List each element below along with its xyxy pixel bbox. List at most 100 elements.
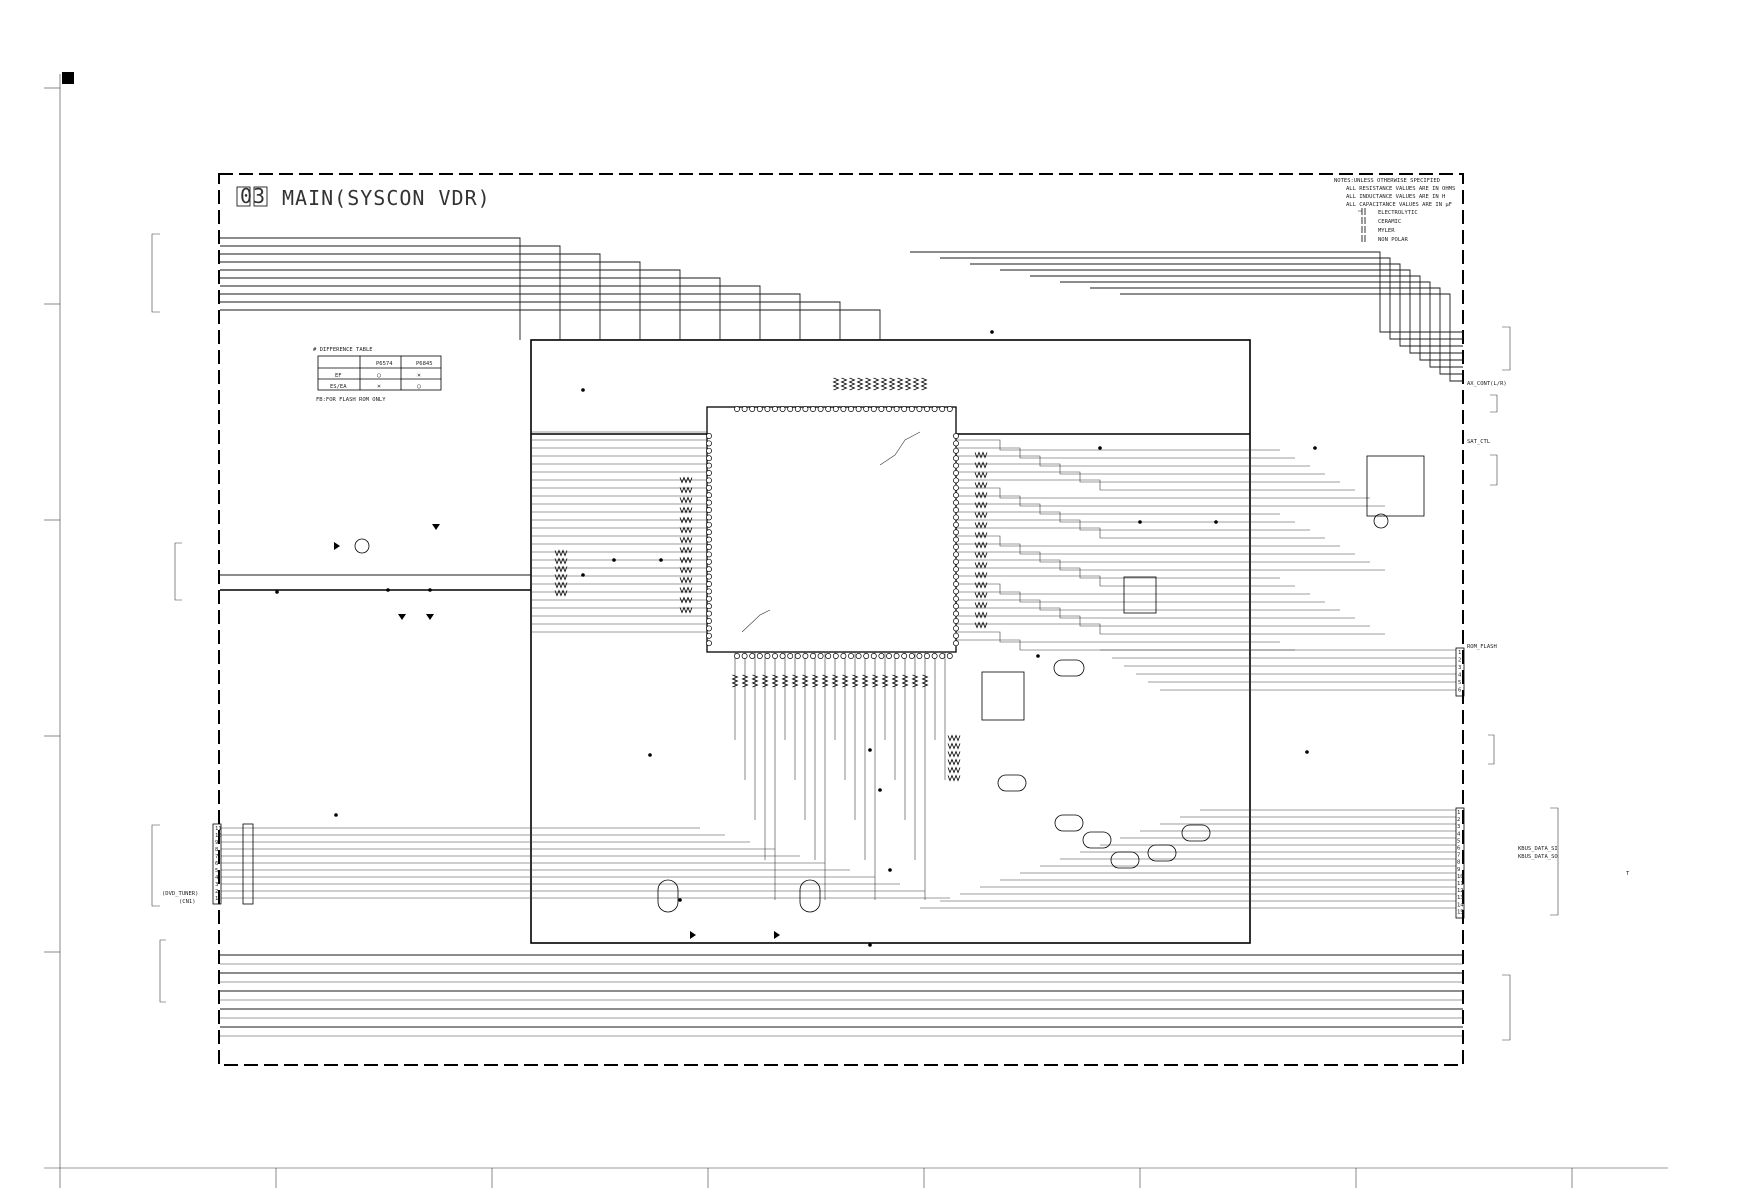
- crystal-oscillators: [657, 659, 1211, 913]
- right-pin-label: 3: [1457, 824, 1460, 830]
- resistor: [554, 557, 568, 565]
- resistor: [751, 674, 759, 688]
- resistor: [974, 541, 988, 549]
- ic-pins: [275, 330, 1317, 947]
- resistor: [679, 496, 693, 504]
- resistor: [781, 674, 789, 688]
- bus-wire: [1090, 287, 1463, 375]
- bus-wire: [220, 253, 601, 340]
- ic-pin: [802, 406, 809, 412]
- ic-pin: [794, 406, 801, 412]
- inner-bus-frame: [220, 339, 1251, 944]
- ic-pin: [924, 653, 930, 659]
- resistor: [831, 674, 839, 688]
- transistors: [354, 513, 1389, 554]
- left-pin-label: 2: [215, 889, 218, 895]
- ax-cont-label: AX_CONT(L/R): [1467, 381, 1507, 387]
- ic-pin: [916, 406, 923, 412]
- resistor: [679, 506, 693, 514]
- resistor: [974, 581, 988, 589]
- ic-pin: [901, 406, 908, 412]
- side-wire: [956, 607, 1355, 619]
- resistor: [974, 491, 988, 499]
- bus-wire: [220, 269, 681, 340]
- junction-dot: [334, 813, 338, 817]
- resistor: [974, 451, 988, 459]
- ic-pin: [706, 507, 712, 513]
- ic-pin: [706, 595, 712, 602]
- ic-pin: [772, 406, 778, 412]
- junction-dot: [1313, 446, 1317, 450]
- ic-pin: [953, 462, 959, 469]
- left-pin-label: 11: [215, 826, 222, 832]
- small-ics: [981, 455, 1425, 721]
- junction-dot: [428, 588, 432, 592]
- bus-wire: [220, 301, 841, 340]
- junction-dot: [868, 748, 872, 752]
- resistor: [771, 674, 779, 688]
- ic-pin: [706, 566, 712, 573]
- resistor: [947, 734, 961, 742]
- right-pin-label: 1: [1457, 810, 1460, 816]
- resistor: [679, 546, 693, 554]
- resistor: [731, 674, 739, 688]
- dt-row1-col2: ×: [417, 371, 421, 379]
- ic-pin: [870, 653, 877, 659]
- junction-dot: [612, 558, 616, 562]
- bus-wire: [1030, 275, 1463, 361]
- misc-t-label: T: [1626, 871, 1630, 877]
- resistor: [880, 377, 888, 391]
- side-wire: [956, 535, 1340, 547]
- ic-pin: [706, 558, 712, 565]
- ic-pin: [840, 653, 847, 659]
- note-line-1: NOTES:UNLESS OTHERWISE SPECIFIED: [1334, 178, 1440, 184]
- resistor: [974, 521, 988, 529]
- side-wire: [956, 463, 1325, 475]
- ic-pin: [908, 653, 915, 659]
- ic-pin: [953, 499, 959, 506]
- resistor: [554, 589, 568, 597]
- resistor: [801, 674, 809, 688]
- ic-pin: [953, 632, 959, 639]
- ic-pin: [939, 406, 946, 412]
- rom-flash-label: ROM_FLASH: [1467, 644, 1497, 650]
- resistor: [679, 516, 693, 524]
- sat-ctl-label: SAT_CTL: [1467, 439, 1491, 445]
- junction-dot: [386, 588, 390, 592]
- ic-pin: [734, 406, 740, 412]
- resistor: [841, 674, 849, 688]
- resistor: [974, 501, 988, 509]
- junction-dot: [868, 943, 872, 947]
- resistor: [974, 511, 988, 519]
- resistor: [888, 377, 896, 391]
- ic-pin: [706, 499, 712, 506]
- ic-pin: [953, 551, 959, 558]
- ic-pin: [832, 406, 839, 412]
- side-wire: [956, 471, 1340, 483]
- dvd-tuner-label: (DVD_TUNER): [162, 891, 198, 897]
- resistor: [974, 531, 988, 539]
- resistor: [947, 742, 961, 750]
- ic-pin: [953, 433, 959, 439]
- junction-dot: [581, 388, 585, 392]
- ic-pin: [741, 653, 748, 659]
- junction-dot: [648, 753, 652, 757]
- right-pin-label: 2: [1457, 817, 1460, 823]
- ic-pin: [706, 492, 712, 499]
- junction-dot: [1214, 520, 1218, 524]
- ic-pin: [953, 544, 959, 550]
- dt-header-2: P6845: [416, 361, 433, 367]
- bus-wire: [220, 237, 521, 340]
- ic-pin: [953, 558, 959, 565]
- ic-pin: [706, 603, 712, 610]
- ic-pin: [706, 455, 712, 462]
- junction-dot: [878, 788, 882, 792]
- dt-row2-col2: ○: [417, 382, 421, 390]
- ic-pin: [953, 640, 959, 647]
- ic-pin: [706, 544, 712, 550]
- ic-pin: [953, 610, 959, 617]
- ic-pin: [706, 588, 712, 595]
- resistor: [920, 377, 928, 391]
- side-wire: [956, 479, 1355, 491]
